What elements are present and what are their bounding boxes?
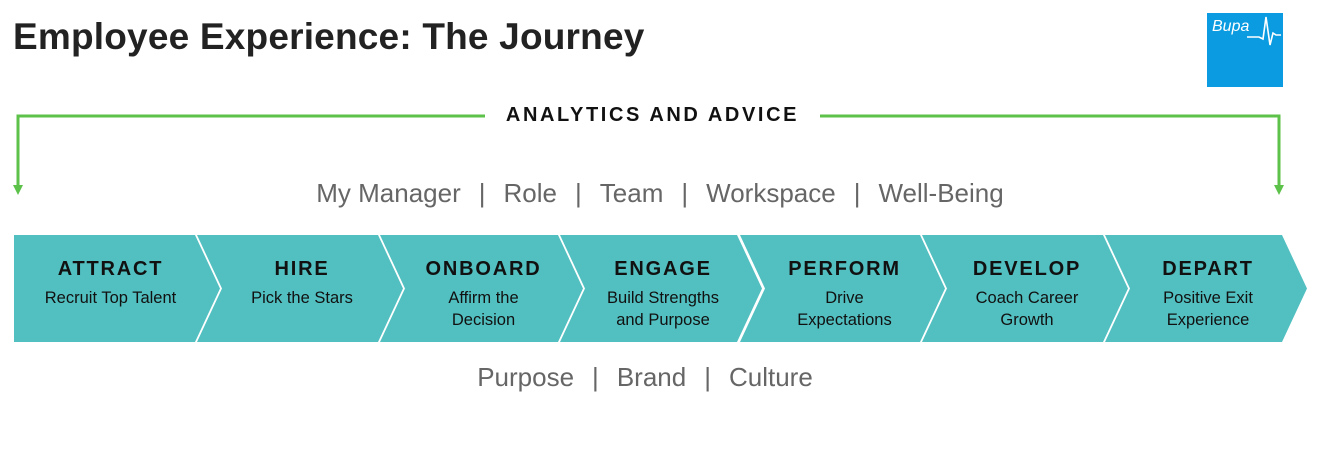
- factor: Culture: [728, 362, 813, 392]
- stage-title: PERFORM: [788, 258, 901, 280]
- stage-title: ENGAGE: [614, 258, 712, 280]
- chevron-attract: [14, 235, 220, 342]
- chevron-depart: [1105, 235, 1307, 342]
- stage-title: DEPART: [1162, 258, 1254, 280]
- chevron-develop: [922, 235, 1128, 342]
- chevron-perform: [740, 235, 945, 342]
- arrow-down-icon: [13, 185, 23, 195]
- stage-title: ATTRACT: [57, 258, 164, 280]
- factor: Team: [599, 178, 664, 208]
- stage-title: DEVELOP: [972, 258, 1082, 280]
- factor: My Manager: [316, 178, 461, 208]
- stage-perform: PERFORM Drive Expectations: [755, 258, 935, 331]
- factor: Role: [503, 178, 558, 208]
- bottom-factors: Purpose|Brand|Culture: [477, 362, 813, 392]
- stage-subtitle: Recruit Top Talent: [44, 289, 177, 307]
- stage-depart: DEPART Positive Exit Experience: [1118, 258, 1298, 331]
- factor: Well-Being: [878, 178, 1004, 208]
- stage-title: ONBOARD: [425, 258, 542, 280]
- analytics-label: ANALYTICS AND ADVICE: [505, 104, 800, 126]
- stage-subtitle: Positive Exit Experience: [1163, 289, 1253, 329]
- analytics-bracket: [13, 114, 1284, 195]
- stage-subtitle: Pick the Stars: [251, 289, 353, 307]
- stage-attract: ATTRACT Recruit Top Talent: [21, 258, 201, 309]
- stage-engage: ENGAGE Build Strengths and Purpose: [573, 258, 753, 331]
- factor: Workspace: [706, 178, 836, 208]
- stage-subtitle: Affirm the Decision: [448, 289, 519, 329]
- page-title: Employee Experience: The Journey: [13, 16, 645, 57]
- stage-hire: HIRE Pick the Stars: [212, 258, 392, 309]
- chevron-hire: [197, 235, 403, 342]
- bupa-logo: Bupa: [1207, 13, 1283, 87]
- arrow-down-icon: [1274, 185, 1284, 195]
- stage-subtitle: Build Strengths and Purpose: [607, 289, 719, 329]
- stage-develop: DEVELOP Coach Career Growth: [937, 258, 1117, 331]
- stage-onboard: ONBOARD Affirm the Decision: [394, 258, 574, 331]
- heartbeat-icon: [1247, 16, 1281, 46]
- stage-title: HIRE: [274, 258, 330, 280]
- top-factors: My Manager|Role|Team|Workspace|Well-Bein…: [316, 178, 1004, 208]
- chevron-onboard: [380, 235, 583, 342]
- stage-subtitle: Coach Career Growth: [975, 289, 1079, 329]
- chevron-engage: [560, 235, 762, 342]
- factor: Purpose: [477, 362, 575, 392]
- factor: Brand: [616, 362, 687, 392]
- stage-subtitle: Drive Expectations: [797, 289, 892, 329]
